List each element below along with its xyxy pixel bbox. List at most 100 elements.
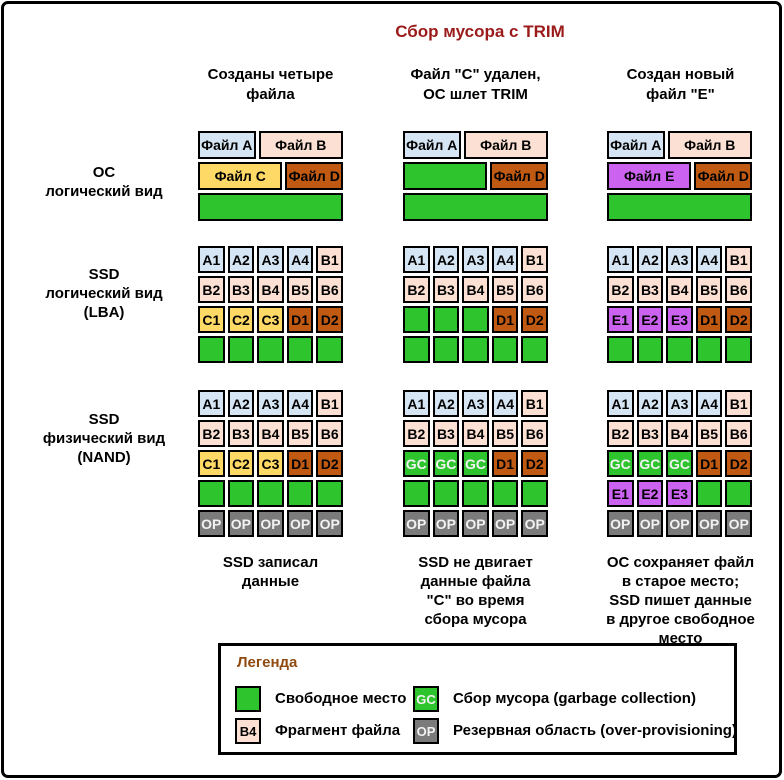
os-free-block — [607, 193, 752, 221]
grid-cell-d1: D1 — [695, 306, 723, 333]
legend-box: Легенда Свободное место B4 Фрагмент файл… — [218, 643, 737, 755]
grid-cell-free — [695, 480, 723, 507]
grid-cell-gc: GC — [432, 450, 460, 477]
grid-cell-b5: B5 — [695, 276, 723, 303]
grid-cell-a2: A2 — [432, 390, 460, 417]
grid-cell-free — [636, 336, 664, 363]
os-bar-row — [607, 193, 752, 221]
grid-cell-d2: D2 — [521, 306, 548, 333]
grid-cell-d2: D2 — [521, 450, 548, 477]
grid-cell-a3: A3 — [666, 246, 693, 273]
grid-cell-b1: B1 — [521, 390, 548, 417]
grid-cell-gc: GC — [666, 450, 693, 477]
grid-cell-op: OP — [607, 510, 634, 537]
grid-cell-op: OP — [491, 510, 519, 537]
grid-cell-op: OP — [521, 510, 548, 537]
grid-cell-free — [432, 480, 460, 507]
grid-cell-c3: C3 — [257, 306, 284, 333]
grid-cell-b6: B6 — [316, 420, 343, 447]
grid-cell-d2: D2 — [316, 306, 343, 333]
grid-cell-free — [316, 480, 343, 507]
os-free-block — [198, 193, 343, 221]
grid-cell-gc: GC — [607, 450, 634, 477]
os-bar-row — [198, 193, 343, 221]
os-file-block: Файл A — [198, 131, 256, 159]
grid-cell-b5: B5 — [286, 420, 314, 447]
grid-cell-a4: A4 — [286, 246, 314, 273]
grid-cell-free — [521, 480, 548, 507]
grid-cell-free — [462, 480, 489, 507]
caption-step2: SSD не двигает данные файла "C" во время… — [418, 554, 533, 628]
grid-cell-e1: E1 — [607, 480, 634, 507]
grid-cell-b3: B3 — [227, 420, 255, 447]
grid-cell-free — [198, 480, 225, 507]
grid-cell-a4: A4 — [695, 246, 723, 273]
grid-cell-free — [257, 336, 284, 363]
legend-swatch-free-space — [235, 686, 261, 712]
grid-cell-a2: A2 — [432, 246, 460, 273]
grid-cell-op: OP — [198, 510, 225, 537]
grid-cell-e3: E3 — [666, 480, 693, 507]
grid-cell-b3: B3 — [636, 276, 664, 303]
os-file-block: Файл D — [694, 162, 752, 190]
row-label-ssd-physical-view: SSD физический вид (NAND) — [42, 411, 166, 466]
os-free-block — [403, 162, 488, 190]
grid-cell-b4: B4 — [666, 276, 693, 303]
grid-cell-e3: E3 — [666, 306, 693, 333]
grid-cell-free — [403, 480, 430, 507]
os-file-block: Файл B — [258, 131, 343, 159]
grid-cell-b4: B4 — [462, 420, 489, 447]
grid-cell-b2: B2 — [403, 420, 430, 447]
grid-cell-c3: C3 — [257, 450, 284, 477]
grid-cell-free — [725, 336, 752, 363]
grid-cell-a2: A2 — [227, 390, 255, 417]
os-file-block: Файл C — [198, 162, 283, 190]
grid-cell-b4: B4 — [257, 420, 284, 447]
grid-cell-b1: B1 — [521, 246, 548, 273]
grid-cell-free — [695, 336, 723, 363]
grid-cell-op: OP — [403, 510, 430, 537]
grid-cell-b4: B4 — [666, 420, 693, 447]
grid-cell-b2: B2 — [198, 276, 225, 303]
grid-cell-b5: B5 — [695, 420, 723, 447]
grid-cell-b1: B1 — [316, 390, 343, 417]
grid-cell-b6: B6 — [725, 420, 752, 447]
row-label-os-logical-view: ОС логический вид — [45, 164, 163, 200]
grid-cell-a3: A3 — [257, 246, 284, 273]
grid-cell-op: OP — [636, 510, 664, 537]
grid-cell-b5: B5 — [491, 276, 519, 303]
grid-cell-op: OP — [725, 510, 752, 537]
grid-cell-d1: D1 — [695, 450, 723, 477]
os-file-block: Файл A — [607, 131, 665, 159]
grid-cell-b6: B6 — [316, 276, 343, 303]
grid-cell-a4: A4 — [286, 390, 314, 417]
grid-cell-c1: C1 — [198, 450, 225, 477]
grid-cell-d1: D1 — [286, 450, 314, 477]
row-label-ssd-logical-view: SSD логический вид (LBA) — [45, 266, 163, 321]
grid-cell-a1: A1 — [403, 246, 430, 273]
grid-cell-free — [257, 480, 284, 507]
page-title: Сбор мусора с TRIM — [395, 22, 565, 41]
grid-cell-b3: B3 — [636, 420, 664, 447]
column-header-step1: Созданы четыре файла — [207, 66, 334, 103]
grid-cell-b6: B6 — [521, 276, 548, 303]
grid-cell-free — [432, 336, 460, 363]
grid-cell-a1: A1 — [198, 246, 225, 273]
grid-cell-b3: B3 — [227, 276, 255, 303]
grid-cell-free — [403, 336, 430, 363]
grid-cell-a3: A3 — [257, 390, 284, 417]
grid-cell-e2: E2 — [636, 480, 664, 507]
grid-cell-free — [403, 306, 430, 333]
grid-cell-gc: GC — [636, 450, 664, 477]
grid-cell-b2: B2 — [607, 276, 634, 303]
grid-cell-free — [286, 336, 314, 363]
grid-cell-b3: B3 — [432, 420, 460, 447]
grid-cell-op: OP — [432, 510, 460, 537]
